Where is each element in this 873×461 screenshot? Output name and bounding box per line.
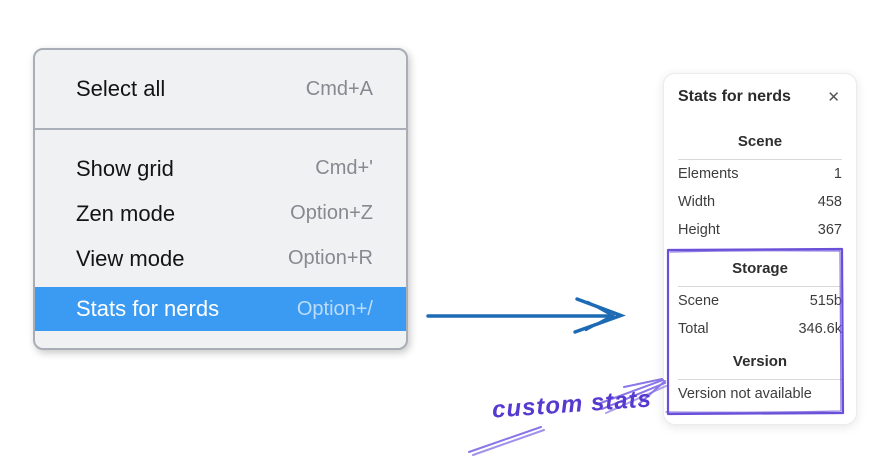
stat-value: 367 [817,222,842,238]
stat-label: Scene [678,293,720,309]
menu-item-label: Show grid [76,155,174,181]
stat-label: Width [678,194,716,210]
context-menu: Select all Cmd+A Show grid Cmd+' Zen mod… [33,48,408,350]
stat-label: Elements [678,166,739,182]
menu-item-view-mode[interactable]: View mode Option+R [35,236,406,281]
stat-value: 1 [833,166,842,182]
menu-spacer [35,130,406,146]
custom-stats-annotation: custom stats [491,385,653,424]
stat-label: Height [678,222,720,238]
stat-row-total-storage: Total 346.6k [678,315,842,343]
blue-arrow [426,297,626,334]
menu-item-label: Stats for nerds [76,296,220,321]
stat-row-elements: Elements 1 [678,160,842,188]
stats-panel-header: Stats for nerds ✕ [678,85,842,109]
menu-item-stats-for-nerds[interactable]: Stats for nerds Option+/ [35,287,406,331]
menu-separator [35,128,406,130]
stat-row-scene-storage: Scene 515b [678,287,842,315]
stat-row-width: Width 458 [678,188,842,216]
stat-value: 346.6k [798,321,842,337]
menu-item-shortcut: Option+R [287,247,373,269]
version-note: Version not available [678,386,812,402]
menu-item-shortcut: Cmd+A [305,77,373,100]
stat-label: Total [678,321,709,337]
stat-value: 515b [809,293,842,309]
menu-item-label: View mode [76,245,185,271]
menu-item-shortcut: Option+Z [290,202,373,224]
menu-item-label: Zen mode [76,200,176,226]
section-divider [678,159,842,160]
stat-value: 458 [817,194,842,210]
purple-sketch-arrow [468,378,667,456]
menu-item-shortcut: Cmd+' [315,157,373,179]
scene-section-header: Scene [737,133,783,150]
menu-item-zen-mode[interactable]: Zen mode Option+Z [35,191,406,236]
menu-item-show-grid[interactable]: Show grid Cmd+' [35,146,406,191]
stats-panel-title: Stats for nerds [678,88,791,105]
menu-item-label: Select all [76,76,166,101]
stat-row-height: Height 367 [678,216,842,244]
menu-item-select-all[interactable]: Select all Cmd+A [35,50,406,128]
version-section-header: Version [732,353,788,370]
storage-section-header: Storage [732,260,788,277]
stats-panel: Stats for nerds ✕ Scene Elements 1 Width… [663,73,857,425]
menu-item-shortcut: Option+/ [296,297,373,320]
close-icon[interactable]: ✕ [827,88,840,106]
